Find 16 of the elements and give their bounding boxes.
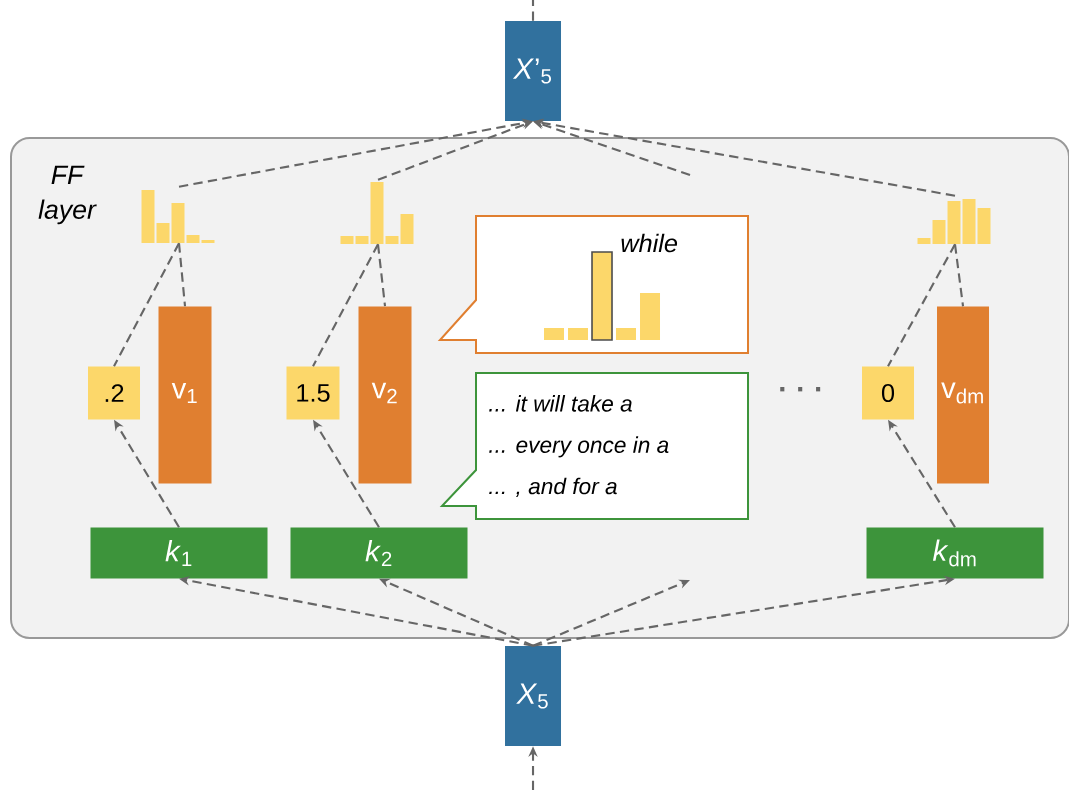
score-box: 0: [862, 366, 914, 420]
bar-chart-icon: [340, 182, 414, 244]
bar-chart-icon: [141, 190, 215, 243]
score-box: 1.5: [286, 366, 340, 420]
key-bar: k$_{1}$: [90, 527, 268, 579]
value-bar: v$_{1}$: [158, 306, 212, 484]
key-bar: k$_{2}$: [290, 527, 468, 579]
score-box: .2: [88, 366, 140, 420]
speech-bubble: ... it will take a ... every once in a ... , and for a: [439, 372, 749, 520]
vector-box: X’$_{5}$: [505, 21, 561, 121]
key-bar: k$_{dm}$: [866, 527, 1044, 579]
ellipsis: · · ·: [780, 387, 821, 392]
bar-chart-icon: [917, 199, 991, 244]
vector-box: X$_{5}$: [505, 646, 561, 746]
value-bar: v$_{dm}$: [937, 306, 989, 484]
value-bar: v$_{2}$: [358, 306, 412, 484]
